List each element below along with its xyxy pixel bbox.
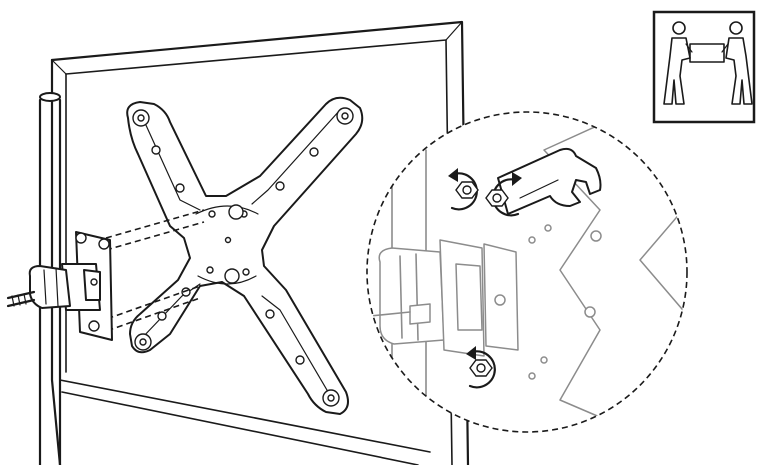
vesa-x-bracket — [126, 96, 364, 415]
rotate-arrow-icon — [466, 346, 496, 389]
alignment-guides — [97, 209, 205, 335]
detail-magnifier — [366, 111, 688, 433]
two-person-lift-icon — [652, 10, 756, 124]
rotate-arrow-icon — [448, 168, 479, 211]
pole-clamp-bracket — [6, 231, 113, 341]
rotate-arrow-icon — [485, 172, 522, 217]
